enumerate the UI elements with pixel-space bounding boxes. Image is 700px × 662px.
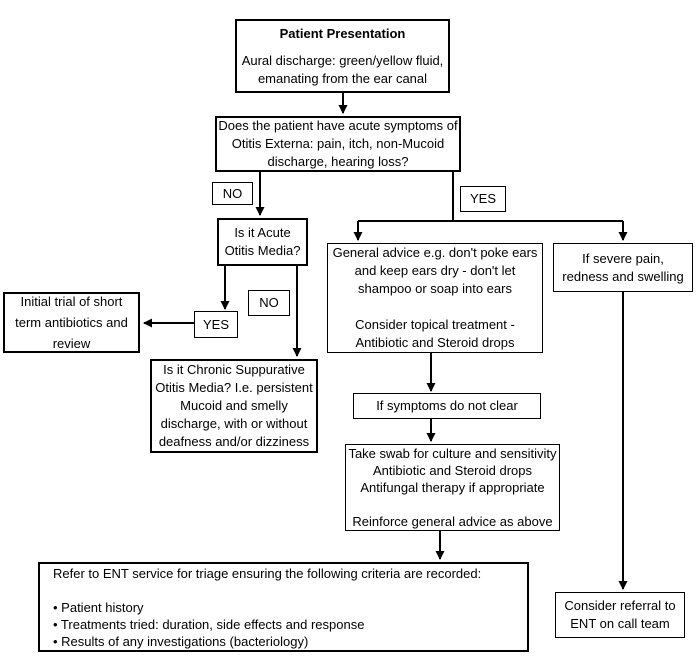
otitis-externa-question-text: Does the patient have acute symptoms of … — [218, 118, 458, 169]
patient-presentation-text: Aural discharge: green/yellow fluid, ema… — [241, 52, 444, 86]
node-consider-ent-referral: Consider referral to ENT on call team — [555, 592, 685, 638]
label-yes-acute-otitis-media: YES — [194, 311, 238, 338]
initial-antibiotics-text: Initial trial of short term antibiotics … — [15, 294, 128, 351]
consider-ent-referral-text: Consider referral to ENT on call team — [564, 598, 676, 631]
node-initial-antibiotics-trial: Initial trial of short term antibiotics … — [3, 292, 140, 353]
acute-otitis-media-text: Is it Acute Otitis Media? — [224, 225, 301, 258]
label-no-aom-text: NO — [259, 295, 279, 310]
patient-presentation-title: Patient Presentation — [279, 25, 406, 41]
refer-ent-service-text: Refer to ENT service for triage ensuring… — [53, 565, 482, 649]
connector-yes-split — [358, 172, 623, 222]
node-acute-otitis-media-question: Is it Acute Otitis Media? — [217, 218, 308, 266]
general-advice-text: General advice e.g. don't poke ears and … — [332, 245, 538, 350]
take-swab-text: Take swab for culture and sensitivity An… — [348, 446, 557, 529]
symptoms-not-clear-text: If symptoms do not clear — [376, 398, 518, 413]
node-otitis-externa-question: Does the patient have acute symptoms of … — [215, 116, 461, 172]
label-yes-otitis-externa: YES — [460, 186, 506, 212]
label-no-acute-otitis-media: NO — [248, 290, 290, 316]
chronic-suppurative-text: Is it Chronic Suppurative Otitis Media? … — [155, 362, 313, 449]
node-refer-ent-service: Refer to ENT service for triage ensuring… — [38, 562, 529, 652]
severe-pain-text: If severe pain, redness and swelling — [562, 250, 684, 284]
node-symptoms-not-clear: If symptoms do not clear — [353, 393, 541, 419]
label-no-otitis-externa: NO — [212, 182, 253, 205]
label-yes-aom-text: YES — [202, 316, 229, 332]
node-chronic-suppurative-question: Is it Chronic Suppurative Otitis Media? … — [150, 359, 318, 453]
node-general-advice: General advice e.g. don't poke ears and … — [327, 243, 543, 353]
node-take-swab: Take swab for culture and sensitivity An… — [345, 444, 560, 531]
node-severe-pain: If severe pain, redness and swelling — [553, 243, 693, 292]
node-patient-presentation: Patient Presentation Aural discharge: gr… — [235, 19, 450, 93]
label-no-text: NO — [222, 185, 243, 201]
label-yes-text: YES — [469, 191, 496, 206]
